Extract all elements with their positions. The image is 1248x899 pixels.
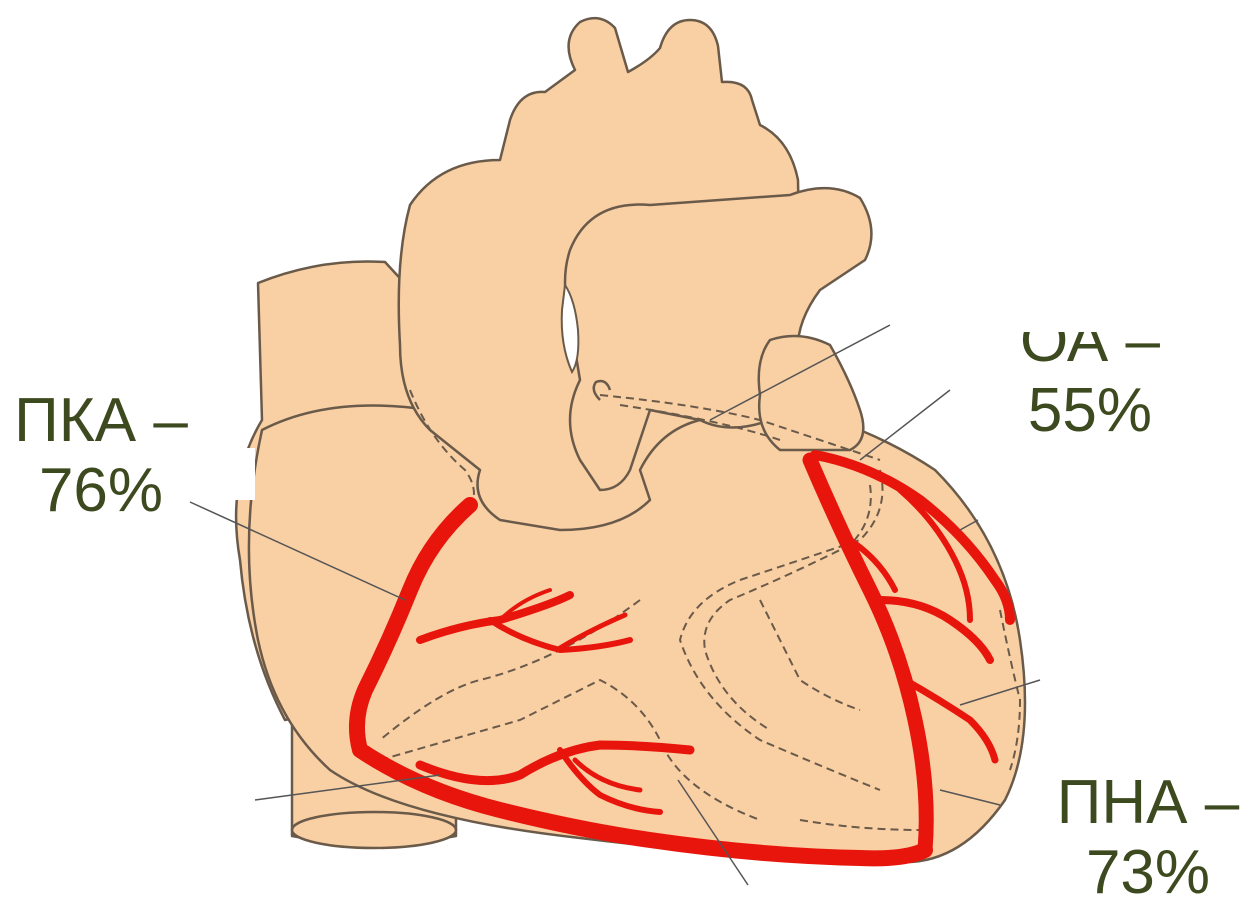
- lad-label-line1: ПНА –: [1048, 768, 1248, 838]
- lad-label-line2: 73%: [1048, 838, 1248, 899]
- cx-label-line2: 55%: [1020, 376, 1160, 446]
- rca-label-line1: ПКА –: [8, 386, 194, 456]
- inferior-vena-cava-opening: [292, 812, 456, 848]
- cx-label-line1: ОА –: [1020, 332, 1160, 376]
- mask-artifact: [225, 448, 255, 500]
- left-atrial-appendage: [759, 336, 864, 450]
- cx-label: ОА – 55%: [1020, 332, 1160, 446]
- lad-label: ПНА – 73%: [1048, 768, 1248, 899]
- rca-label: ПКА – 76%: [8, 386, 194, 526]
- cx-label-clip: ОА – 55%: [1000, 332, 1240, 452]
- rca-label-line2: 76%: [8, 456, 194, 526]
